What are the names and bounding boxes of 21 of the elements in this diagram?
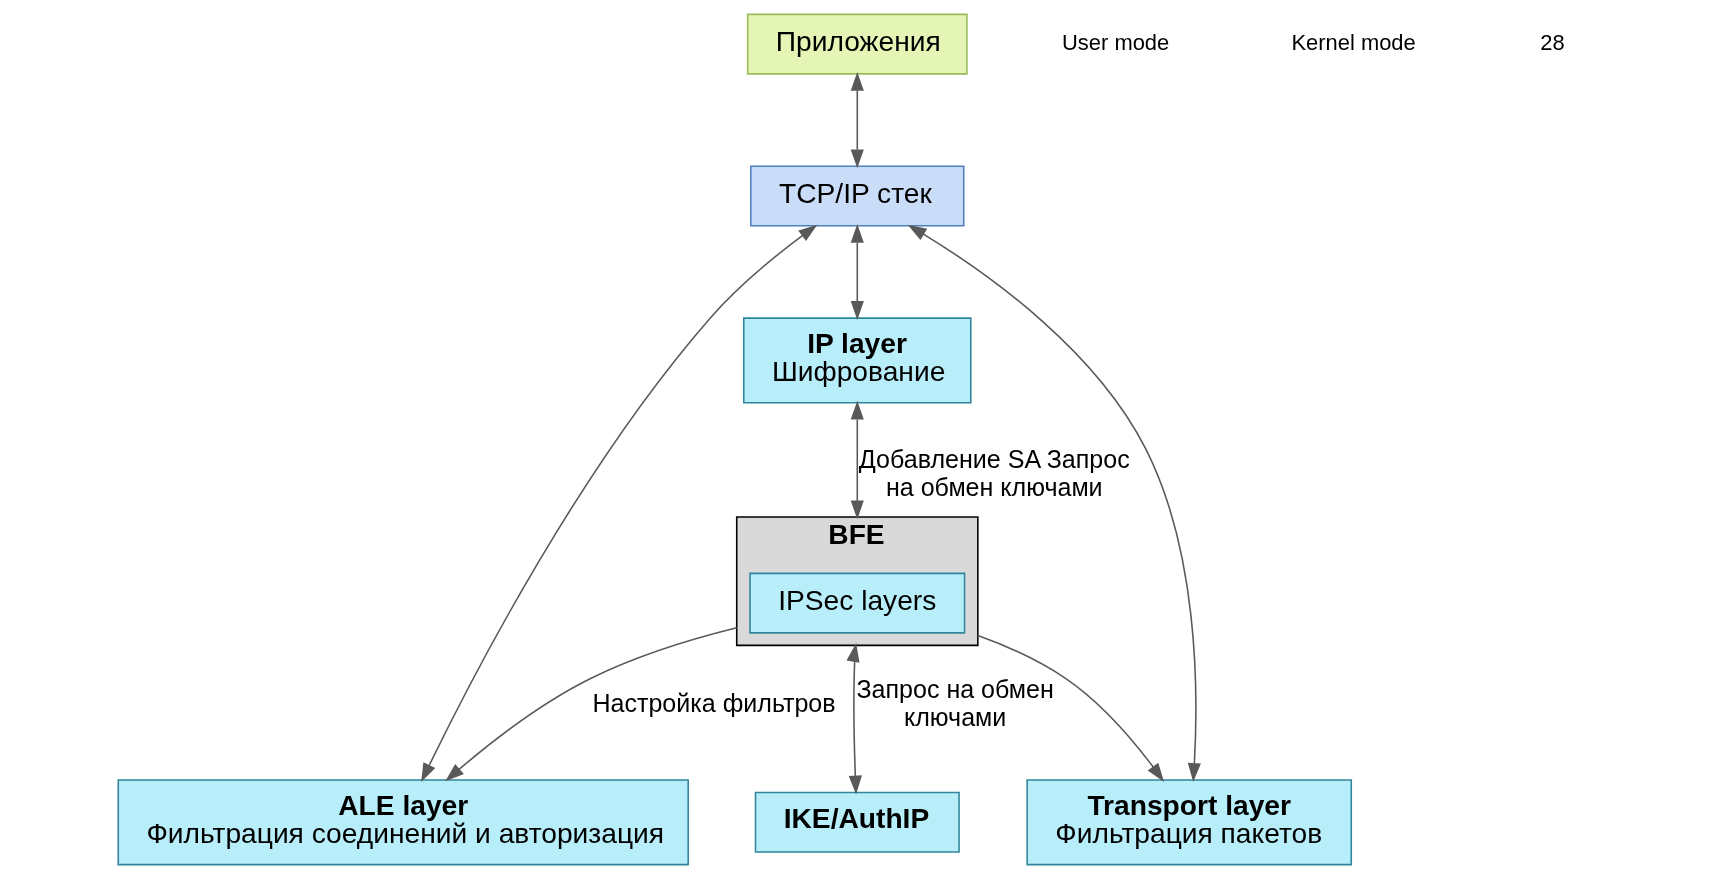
label: 28	[1539, 29, 1565, 55]
node-box: TCP/IP стек	[749, 165, 965, 227]
edge-label: Запрос на обмен ключами	[855, 675, 1054, 732]
label: Kernel mode	[1291, 29, 1416, 55]
edge-label: Добавление SA Запрос на обмен ключами	[858, 445, 1130, 502]
arrow	[420, 224, 817, 783]
node-box: IKE/AuthIP	[754, 791, 960, 853]
arrow	[850, 72, 864, 169]
arrow	[444, 626, 737, 782]
arrow	[907, 224, 1201, 782]
node-box: Приложения	[746, 13, 968, 75]
edge-label: Настройка фильтров	[591, 689, 836, 718]
arrow	[850, 400, 864, 520]
label: User mode	[1061, 29, 1169, 55]
node-box: Transport layer Фильтрация пакетов	[1025, 779, 1352, 866]
arrow	[976, 634, 1164, 782]
arrow	[846, 643, 862, 795]
arrow	[850, 224, 864, 320]
node-box: ALE layer Фильтрация соединений и авторизация	[116, 779, 689, 866]
node-box: IP layer Шифрование	[742, 317, 972, 404]
node-box: IPSec layers	[748, 572, 965, 634]
